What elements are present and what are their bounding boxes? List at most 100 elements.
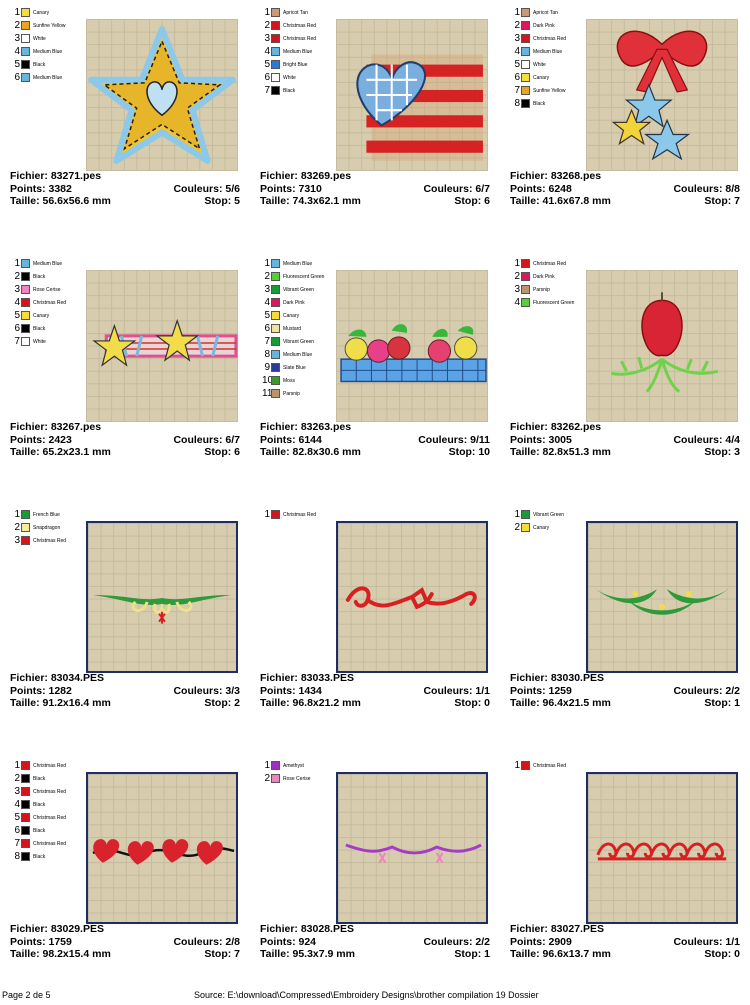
thread-swatch	[521, 47, 530, 56]
thread-number: 11	[262, 388, 273, 399]
thread-name: Black	[33, 61, 46, 68]
thread-swatch	[271, 60, 280, 69]
thread-number: 1	[14, 7, 20, 18]
color-count: Couleurs: 2/2	[673, 684, 740, 697]
thread-swatch	[21, 8, 30, 17]
thread-number: 2	[14, 773, 20, 784]
swag-border-icon	[586, 521, 738, 673]
thread-name: Canary	[533, 524, 550, 531]
thread-number: 3	[264, 33, 270, 44]
hearts-border-icon	[86, 772, 238, 924]
thread-number: 1	[14, 509, 20, 520]
thread-swatch	[521, 272, 530, 281]
thread-name: Canary	[33, 9, 50, 16]
thread-name: White	[533, 61, 546, 68]
thread-number: 1	[514, 509, 520, 520]
thread-name: French Blue	[33, 511, 60, 518]
stitch-count: Points: 3005	[510, 433, 572, 446]
file-name: Fichier: 83034.PES	[10, 672, 104, 684]
thread-number: 2	[514, 522, 520, 533]
thread-number: 10	[262, 375, 274, 386]
file-name: Fichier: 83263.pes	[260, 421, 352, 433]
color-count: Couleurs: 6/7	[173, 433, 240, 446]
stop-count: Stop: 2	[204, 697, 240, 709]
thread-number: 1	[514, 258, 520, 269]
design-size: Taille: 98.2x15.4 mm	[10, 948, 111, 960]
design-size: Taille: 56.6x56.6 mm	[10, 195, 111, 207]
stitch-count: Points: 7310	[260, 182, 322, 195]
thread-number: 7	[264, 85, 270, 96]
design-size: Taille: 41.6x67.8 mm	[510, 195, 611, 207]
stop-count: Stop: 6	[204, 446, 240, 458]
thread-swatch	[21, 73, 30, 82]
thread-name: Apricot Tan	[283, 9, 308, 16]
thread-swatch	[271, 259, 280, 268]
thread-number: 3	[14, 284, 20, 295]
thread-swatch	[271, 86, 280, 95]
thread-swatch	[271, 272, 280, 281]
thread-number: 8	[514, 98, 520, 109]
thread-swatch	[271, 21, 280, 30]
thread-name: Christmas Red	[33, 788, 67, 795]
leaf-swirl-border-icon	[86, 521, 238, 673]
thread-swatch	[271, 774, 280, 783]
design-size: Taille: 96.4x21.5 mm	[510, 697, 611, 709]
thread-swatch	[271, 389, 280, 398]
thread-swatch	[21, 60, 30, 69]
thread-name: Christmas Red	[533, 260, 567, 267]
file-name: Fichier: 83267.pes	[10, 421, 102, 433]
thread-swatch	[271, 510, 280, 519]
bow-stars-icon	[586, 19, 738, 171]
stitch-count: Points: 1282	[10, 684, 72, 697]
thread-number: 5	[514, 59, 520, 70]
thread-number: 8	[264, 349, 270, 360]
thread-swatch	[271, 337, 280, 346]
thread-name: Black	[283, 87, 296, 94]
red-wave-border-icon	[586, 772, 738, 924]
thread-name: Sunfine Yellow	[533, 87, 566, 94]
thread-number: 6	[514, 72, 520, 83]
thread-number: 3	[264, 284, 270, 295]
thread-name: White	[283, 74, 296, 81]
stitch-count: Points: 2909	[510, 935, 572, 948]
thread-number: 5	[264, 310, 270, 321]
color-count: Couleurs: 6/7	[423, 182, 490, 195]
stop-count: Stop: 3	[704, 446, 740, 458]
file-name: Fichier: 83029.PES	[10, 923, 104, 935]
thread-number: 2	[14, 271, 20, 282]
thread-name: White	[33, 338, 46, 345]
file-name: Fichier: 83268.pes	[510, 170, 602, 182]
star-ribbon-border-icon	[86, 270, 238, 422]
thread-number: 2	[264, 20, 270, 31]
thread-name: Black	[33, 801, 46, 808]
thread-name: Medium Blue	[283, 351, 313, 358]
